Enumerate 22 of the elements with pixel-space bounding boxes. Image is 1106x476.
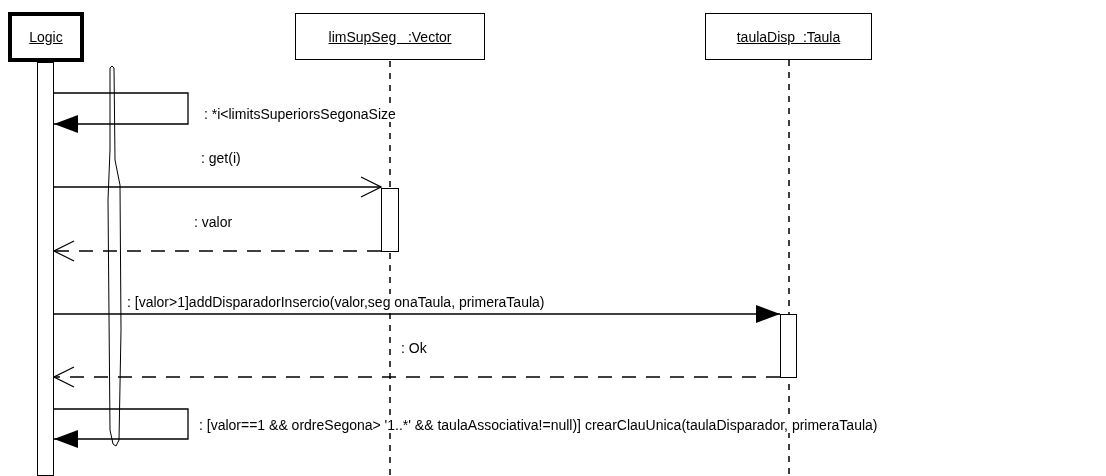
message-label: : valor [193,214,234,230]
activation-bar [381,188,399,252]
return-arrow [53,240,382,262]
self-message-arrow [53,92,189,133]
object-box [8,12,84,62]
object-name: limSupSeg :Vector [328,28,452,45]
message-label: : get(i) [200,150,242,166]
object-name: taulaDisp :Taula [736,28,841,45]
activation-bar [37,62,54,476]
message-label: : [valor==1 && ordreSegona> '1..*' && taulaAssociativa!=null)] crearClauUnica(taulaDisparador, primeraTaula) [198,417,879,433]
message-label: : *i<limitsSuperiorsSegonaSize [203,106,397,122]
message-arrow [53,305,781,323]
return-arrow [53,366,781,388]
object-box [295,13,485,60]
message-label: : Ok [400,340,428,356]
self-message-arrow [53,408,189,448]
loop-marker [107,65,122,448]
message-arrow [53,176,382,198]
message-label: : [valor>1]addDisparadorInsercio(valor,seg onaTaula, primeraTaula) [126,294,546,310]
object-name: Logic [29,29,63,45]
activation-bar [780,314,797,378]
object-box [705,13,872,60]
